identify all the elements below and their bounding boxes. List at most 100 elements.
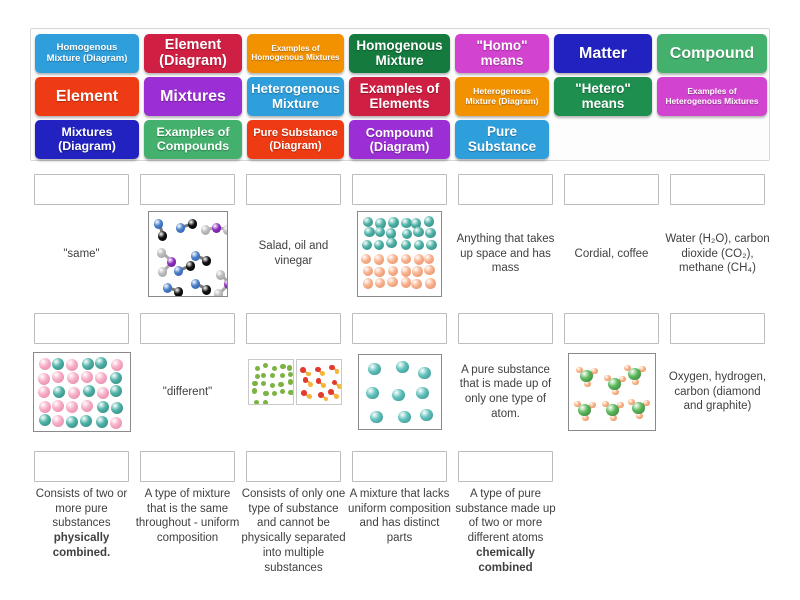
atom-dot <box>337 384 341 389</box>
tile-heterogenous-mixture-diagram[interactable]: Heterogenous Mixture (Diagram) <box>455 77 549 116</box>
atom-sphere <box>420 408 433 422</box>
dropzone-r3-c4[interactable] <box>352 451 447 482</box>
atom-sphere <box>580 369 593 383</box>
atom-dot <box>278 382 284 388</box>
dropzone-r1-c3[interactable] <box>246 174 341 205</box>
atom-sphere <box>66 371 79 384</box>
atom-dot <box>323 396 329 402</box>
dropzone-r1-c2[interactable] <box>140 174 235 205</box>
dropzone-r3-c1[interactable] <box>34 451 129 482</box>
atom-dot <box>320 382 326 388</box>
compound-diagram <box>567 353 656 431</box>
tile-element-diagram[interactable]: Element (Diagram) <box>144 34 242 73</box>
atom-sphere <box>110 371 123 384</box>
atom-sphere <box>175 223 186 233</box>
atom-sphere <box>412 266 423 277</box>
atom-sphere <box>602 400 609 408</box>
atom-sphere <box>413 254 425 265</box>
answer-text-content: Consists of two or more pure substances … <box>35 488 128 559</box>
tile-examples-of-compounds[interactable]: Examples of Compounds <box>144 120 242 159</box>
tile-heterogenous-mixture[interactable]: Heterogenous Mixture <box>247 77 344 116</box>
tile-compound-diagram[interactable]: Compound (Diagram) <box>349 120 450 159</box>
tile-examples-of-homogenous-mixtures[interactable]: Examples of Homogenous Mixtures <box>247 34 344 73</box>
dropzone-r2-c4[interactable] <box>352 313 447 344</box>
dropzone-r1-c7[interactable] <box>670 174 765 205</box>
tile-homogenous-mixture[interactable]: Homogenous Mixture <box>349 34 450 73</box>
tile-examples-of-elements[interactable]: Examples of Elements <box>349 77 450 116</box>
atom-sphere <box>632 378 639 386</box>
atom-sphere <box>582 414 589 422</box>
atom-sphere <box>401 218 412 229</box>
tile-element[interactable]: Element <box>35 77 139 116</box>
atom-sphere <box>416 386 429 400</box>
dropzone-r3-c3[interactable] <box>246 451 341 482</box>
atom-sphere <box>65 415 78 428</box>
atom-sphere <box>639 365 646 373</box>
dropzone-r1-c6[interactable] <box>564 174 659 205</box>
atom-dot <box>280 364 286 370</box>
answer-text-content: Oxygen, hydrogen, carbon (diamond and gr… <box>668 370 767 413</box>
atom-sphere <box>185 261 196 271</box>
dropzone-r3-c2[interactable] <box>140 451 235 482</box>
atom-sphere <box>109 385 122 398</box>
atom-sphere <box>362 265 374 277</box>
dropzone-r2-c2[interactable] <box>140 313 235 344</box>
tile-pure-substance[interactable]: Pure Substance <box>455 120 549 159</box>
tile-homo-means[interactable]: "Homo" means <box>455 34 549 73</box>
atom-sphere <box>81 358 94 371</box>
dropzone-r3-c5[interactable] <box>458 451 553 482</box>
dropzone-r2-c1[interactable] <box>34 313 129 344</box>
atom-sphere <box>608 377 621 391</box>
atom-dot <box>328 389 334 395</box>
atom-sphere <box>94 372 107 385</box>
answer-text-content: Consists of only one type of substance a… <box>241 488 346 574</box>
dropzone-r2-c7[interactable] <box>670 313 765 344</box>
atom-sphere <box>361 240 372 251</box>
atom-sphere <box>111 401 124 414</box>
homogenous-mixture-diagram <box>32 352 131 432</box>
atom-sphere <box>426 239 437 251</box>
atom-sphere <box>628 398 635 406</box>
dropzone-r1-c1[interactable] <box>34 174 129 205</box>
tile-matter[interactable]: Matter <box>554 34 652 73</box>
tile-mixtures-diagram[interactable]: Mixtures (Diagram) <box>35 120 139 159</box>
atom-sphere <box>52 358 65 371</box>
atom-sphere <box>411 218 422 229</box>
dropzone-r1-c4[interactable] <box>352 174 447 205</box>
atom-sphere <box>201 285 212 295</box>
atom-sphere <box>411 278 422 290</box>
atom-sphere <box>619 375 626 383</box>
tile-compound[interactable]: Compound <box>657 34 767 73</box>
atom-sphere <box>375 218 386 229</box>
atom-dot <box>306 394 312 400</box>
answer-text-content: A mixture that lacks uniform composition… <box>348 488 451 545</box>
atom-sphere <box>162 283 173 293</box>
atom-sphere <box>387 253 398 264</box>
tile-homogenous-mixture-diagram[interactable]: Homogenous Mixture (Diagram) <box>35 34 139 73</box>
atom-sphere <box>400 266 412 277</box>
atom-sphere <box>65 401 78 414</box>
atom-sphere <box>374 277 386 288</box>
tile-examples-of-heterogenous-mixtures[interactable]: Examples of Heterogenous Mixtures <box>657 77 767 116</box>
atom-sphere <box>392 388 405 402</box>
dropzone-r2-c3[interactable] <box>246 313 341 344</box>
atom-sphere <box>424 253 435 265</box>
answer-text-r3-c4: A mixture that lacks uniform composition… <box>346 485 453 580</box>
atom-sphere <box>636 412 643 420</box>
atom-sphere <box>95 416 108 429</box>
dropzone-r2-c5[interactable] <box>458 313 553 344</box>
atom-sphere <box>362 278 374 289</box>
atom-sphere <box>80 400 93 413</box>
atom-dot <box>329 364 335 371</box>
atom-dot <box>300 367 307 373</box>
tile-pure-substance-diagram[interactable]: Pure Substance (Diagram) <box>247 120 344 159</box>
answer-text-content: A type of pure substance made up of two … <box>455 488 556 574</box>
atom-sphere <box>173 287 184 296</box>
atom-sphere <box>38 414 51 426</box>
dropzone-r2-c6[interactable] <box>564 313 659 344</box>
tile-mixtures[interactable]: Mixtures <box>144 77 242 116</box>
dropzone-r1-c5[interactable] <box>458 174 553 205</box>
tile-hetero-means[interactable]: "Hetero" means <box>554 77 652 116</box>
atom-dot <box>253 399 259 404</box>
atom-dot <box>286 365 292 371</box>
